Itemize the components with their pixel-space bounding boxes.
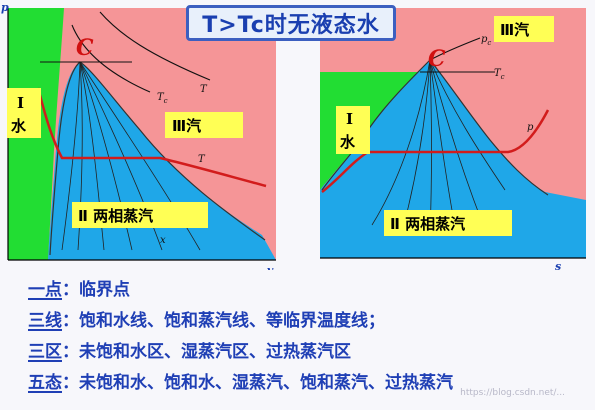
ts-wet-label-box bbox=[384, 210, 512, 236]
pv-vapor-label-box bbox=[165, 112, 243, 138]
ts-critical-point: C bbox=[428, 46, 446, 72]
ts-x-axis-label: s bbox=[555, 260, 561, 270]
legend-key: 三线 bbox=[28, 311, 62, 331]
legend-key: 五态 bbox=[28, 373, 62, 393]
legend-key: 一点 bbox=[28, 280, 62, 300]
legend-row-regions: 三区：未饱和水区、湿蒸汽区、过热蒸汽区 bbox=[28, 337, 588, 368]
legend-text: ：饱和水线、饱和蒸汽线、等临界温度线； bbox=[62, 311, 385, 331]
slide-title: T>Tc时无液态水 bbox=[186, 5, 396, 41]
legend: 一点：临界点 三线：饱和水线、饱和蒸汽线、等临界温度线； 三区：未饱和水区、湿蒸… bbox=[28, 275, 588, 399]
ts-critical-lines bbox=[420, 37, 495, 73]
legend-row-point: 一点：临界点 bbox=[28, 275, 588, 306]
pv-wet-label: Ⅱ 两相蒸汽 bbox=[78, 207, 153, 225]
pv-critical-point: C bbox=[76, 35, 94, 61]
legend-row-states: 五态：未饱和水、饱和水、湿蒸汽、饱和蒸汽、过热蒸汽 bbox=[28, 368, 588, 399]
ts-red-isobar bbox=[321, 109, 550, 193]
legend-key: 三区 bbox=[28, 342, 62, 362]
ts-vapor-label: Ⅲ汽 bbox=[500, 21, 529, 39]
ts-diagram: s C pc Tc p Ⅲ汽 Ⅰ 水 Ⅱ 两相蒸汽 bbox=[320, 8, 586, 270]
pv-label-T1: T bbox=[200, 84, 208, 95]
pv-vapor-label: Ⅲ汽 bbox=[172, 117, 201, 135]
ts-water-label-1: Ⅰ bbox=[346, 110, 353, 128]
pv-label-x: x bbox=[160, 235, 166, 246]
pv-y-axis-label: p bbox=[1, 1, 9, 14]
pv-red-isotherm bbox=[36, 87, 267, 188]
ts-label-p: p bbox=[527, 122, 534, 133]
ts-water-label-2: 水 bbox=[340, 133, 356, 151]
pv-x-axis-label: v bbox=[267, 264, 274, 270]
pv-diagram: p v C T Tc T x Ⅰ 水 Ⅲ汽 Ⅱ 两相蒸汽 bbox=[1, 1, 276, 270]
pv-isotherms bbox=[40, 11, 211, 93]
ts-label-Tc: Tc bbox=[494, 68, 505, 81]
pv-ts-diagrams: p v C T Tc T x Ⅰ 水 Ⅲ汽 Ⅱ 两相蒸汽 bbox=[1, 1, 586, 270]
pv-label-T2: T bbox=[198, 154, 206, 165]
ts-vapor-label-box bbox=[494, 16, 554, 42]
legend-text: ：临界点 bbox=[62, 280, 130, 300]
pv-water-label-2: 水 bbox=[11, 117, 27, 135]
ts-water-label-box bbox=[336, 106, 370, 154]
ts-label-pc: pc bbox=[481, 34, 491, 47]
legend-text: ：未饱和水、饱和水、湿蒸汽、饱和蒸汽、过热蒸汽 bbox=[62, 373, 453, 393]
legend-row-lines: 三线：饱和水线、饱和蒸汽线、等临界温度线； bbox=[28, 306, 588, 337]
pv-water-label-box bbox=[7, 88, 41, 138]
watermark: https://blog.csdn.net/... bbox=[460, 388, 565, 398]
ts-two-phase-region bbox=[320, 60, 586, 258]
pv-water-label-1: Ⅰ bbox=[17, 94, 24, 112]
ts-wet-label: Ⅱ 两相蒸汽 bbox=[390, 215, 465, 233]
ts-water-region bbox=[320, 72, 440, 190]
legend-text: ：未饱和水区、湿蒸汽区、过热蒸汽区 bbox=[62, 342, 351, 362]
pv-wet-label-box bbox=[72, 202, 208, 228]
pv-label-Tc: Tc bbox=[157, 92, 168, 105]
